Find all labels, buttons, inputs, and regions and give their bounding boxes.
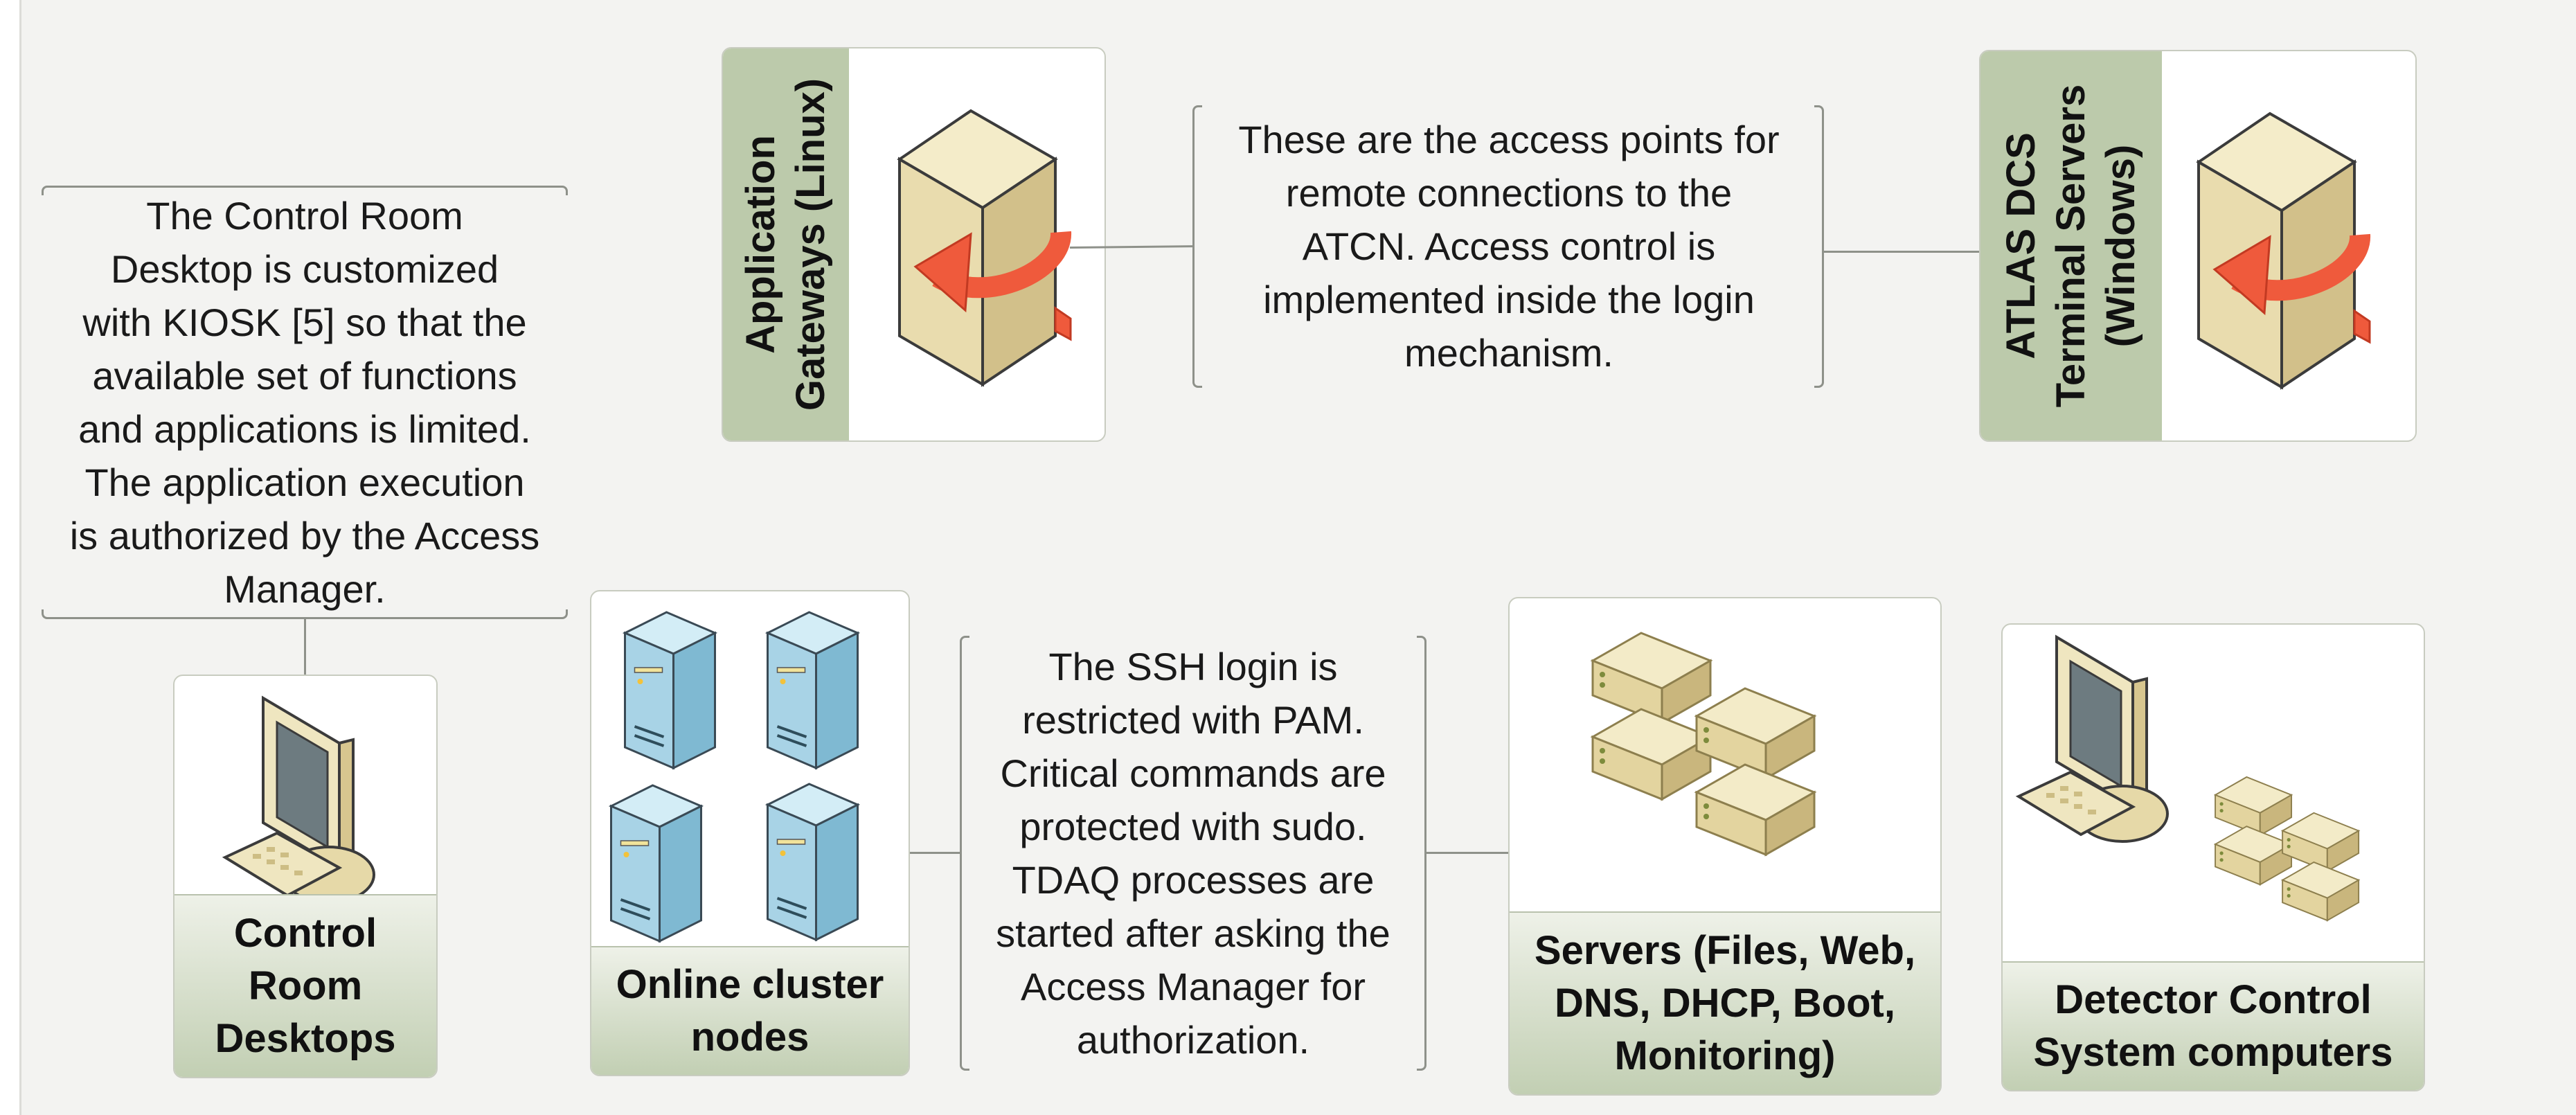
connector-note-to-servers	[1426, 852, 1508, 854]
ssh-note-left-bracket	[960, 636, 969, 1071]
tower-server-icon	[766, 783, 859, 941]
application-gateways-label: Application Gateways (Linux)	[738, 78, 833, 411]
control-room-desktops-node: Control Room Desktops	[173, 675, 438, 1078]
control-room-note-top-bracket	[42, 186, 568, 195]
dcs-terminal-servers-label-band: ATLAS DCS Terminal Servers (Windows)	[1980, 51, 2162, 440]
tower-server-icon	[766, 611, 859, 769]
access-points-note: These are the access points for remote c…	[1238, 117, 1780, 375]
rack-servers-icon	[1591, 632, 1816, 856]
application-gateways-label-band: Application Gateways (Linux)	[723, 48, 849, 440]
desktop-computer-icon	[2017, 636, 2169, 843]
dcs-terminal-servers-label: ATLAS DCS Terminal Servers (Windows)	[1998, 84, 2143, 408]
connector-note-to-terminal	[1824, 251, 1979, 253]
access-points-note-left-bracket	[1192, 105, 1202, 388]
online-cluster-node: Online cluster nodes	[590, 590, 910, 1076]
control-room-note: The Control Room Desktop is customized w…	[69, 194, 540, 611]
detector-control-system-label: Detector Control System computers	[2003, 961, 2424, 1090]
ssh-note-right-bracket	[1417, 636, 1426, 1071]
servers-node: Servers (Files, Web, DNS, DHCP, Boot, Mo…	[1508, 597, 1942, 1096]
control-room-desktops-label: Control Room Desktops	[175, 894, 436, 1077]
access-points-note-right-bracket	[1814, 105, 1824, 388]
connector-note-to-control-room	[304, 619, 306, 675]
server-tower-firewall-icon	[889, 111, 1083, 395]
ssh-note: The SSH login is restricted with PAM. Cr…	[996, 645, 1390, 1062]
desktop-computer-icon	[224, 697, 375, 904]
connector-cluster-to-note	[910, 852, 960, 854]
dcs-terminal-servers-node: ATLAS DCS Terminal Servers (Windows)	[1979, 50, 2417, 442]
servers-label: Servers (Files, Web, DNS, DHCP, Boot, Mo…	[1510, 911, 1940, 1094]
control-room-note-bottom-bracket	[42, 609, 568, 619]
tower-server-icon	[609, 784, 703, 943]
rack-servers-icon	[2215, 776, 2360, 922]
online-cluster-label: Online cluster nodes	[591, 946, 909, 1075]
application-gateways-node: Application Gateways (Linux)	[722, 47, 1106, 442]
tower-server-icon	[623, 611, 717, 769]
server-tower-firewall-icon	[2188, 114, 2382, 398]
detector-control-system-node: Detector Control System computers	[2001, 623, 2425, 1091]
